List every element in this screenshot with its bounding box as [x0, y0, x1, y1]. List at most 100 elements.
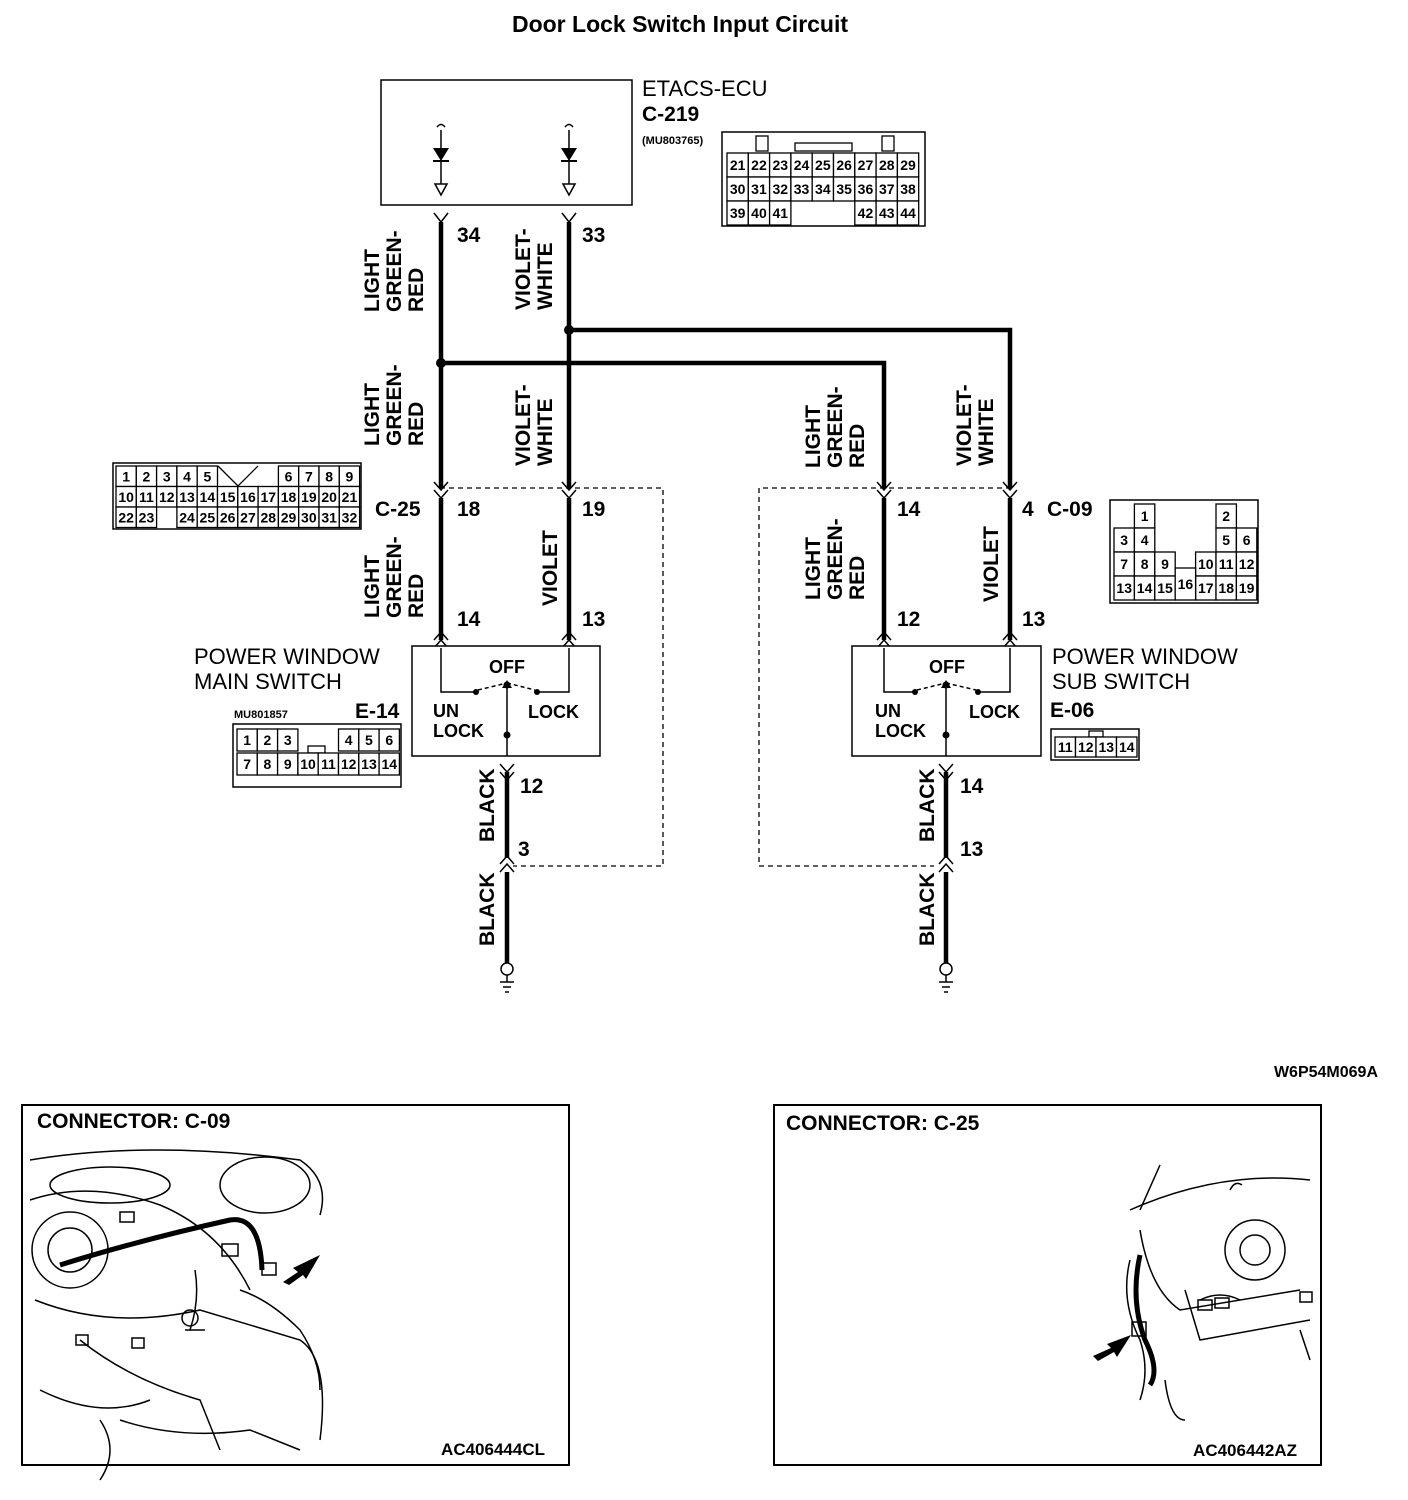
photo-panel-c25: CONNECTOR: C-25 AC406442AZ	[773, 1104, 1322, 1466]
c09-pin-19: 19	[1235, 575, 1258, 601]
svg-text:2: 2	[143, 468, 151, 484]
c25-pin-6: 6	[277, 465, 300, 488]
svg-text:GREEN-: GREEN-	[383, 536, 406, 618]
c09-pin-9: 9	[1154, 551, 1176, 577]
svg-text:4: 4	[345, 732, 353, 748]
photo-panel-c09: CONNECTOR: C-09 AC406444CL	[21, 1104, 570, 1481]
svg-text:6: 6	[385, 732, 393, 748]
c219-pin-33: 33	[790, 176, 813, 202]
c219-pin-37: 37	[875, 176, 899, 202]
e14-pin-4: 4	[337, 728, 360, 752]
c219-pin-23: 23	[768, 152, 792, 178]
svg-text:GREEN-: GREEN-	[824, 518, 847, 600]
sub-switch-title-1: POWER WINDOW	[1052, 644, 1238, 669]
photo-c09-title: CONNECTOR: C-09	[37, 1110, 230, 1133]
c09-pin-3: 3	[1113, 527, 1136, 553]
ecu-pin-34-terminal	[433, 212, 449, 224]
svg-text:18: 18	[1218, 580, 1234, 596]
ecu-pin-33-terminal	[561, 212, 577, 224]
c219-pin-41: 41	[768, 200, 792, 226]
e14-pin-1: 1	[236, 728, 258, 752]
svg-text:17: 17	[260, 489, 276, 505]
svg-text:42: 42	[858, 205, 874, 221]
c219-pin-32: 32	[768, 176, 792, 202]
svg-text:8: 8	[325, 468, 333, 484]
c219-pin-31: 31	[747, 176, 771, 202]
svg-text:28: 28	[879, 157, 895, 173]
c09-pin-7: 7	[1113, 551, 1136, 577]
sub-switch-pin-a: 12	[897, 608, 920, 631]
c25-pin-5: 5	[196, 465, 219, 488]
svg-text:12: 12	[159, 489, 175, 505]
svg-text:28: 28	[260, 509, 276, 525]
svg-text:13: 13	[1116, 580, 1132, 596]
c09-pin-17: 17	[1194, 575, 1217, 601]
c25-pin-29: 29	[277, 506, 300, 529]
ecu-connector-label: C-219	[642, 103, 699, 126]
c25-pin-7: 7	[298, 465, 320, 488]
svg-text:4: 4	[183, 468, 191, 484]
svg-text:6: 6	[1243, 532, 1251, 548]
sub-ground-symbol	[939, 962, 953, 993]
svg-text:5: 5	[365, 732, 373, 748]
sub-ground-label-lower: BLACK	[916, 873, 939, 947]
c219-pin-39: 39	[726, 200, 749, 226]
label-light-green-red-sub-lower: LIGHT GREEN- RED	[802, 518, 869, 600]
arrow-pointer-c25	[1093, 1335, 1131, 1361]
svg-text:33: 33	[794, 181, 810, 197]
svg-text:RED: RED	[405, 402, 428, 446]
svg-text:1: 1	[243, 732, 251, 748]
svg-text:GREEN-: GREEN-	[383, 364, 406, 446]
sub-switch-pin-b: 13	[1022, 608, 1045, 631]
svg-text:19: 19	[1239, 580, 1255, 596]
main-switch-lock-label: LOCK	[528, 702, 579, 722]
svg-text:13: 13	[179, 489, 195, 505]
e14-pin-14: 14	[378, 752, 401, 776]
main-ground-symbol	[500, 962, 514, 993]
diagram-title: Door Lock Switch Input Circuit	[512, 11, 848, 37]
c09-pin-1: 1	[1133, 503, 1156, 529]
svg-text:BLACK: BLACK	[916, 769, 939, 843]
svg-text:29: 29	[281, 509, 297, 525]
svg-text:1: 1	[122, 468, 130, 484]
c219-pin-21: 21	[726, 152, 749, 178]
svg-text:30: 30	[301, 509, 317, 525]
svg-text:38: 38	[900, 181, 916, 197]
e14-pin-12: 12	[337, 752, 360, 776]
c25-pin-24: 24	[176, 506, 198, 529]
ecu-pin-b-number: 33	[582, 224, 605, 247]
svg-text:RED: RED	[846, 556, 869, 600]
sub-ground-pin-bottom: 13	[960, 838, 983, 861]
label-light-green-red-sub-upper: LIGHT GREEN- RED	[802, 386, 869, 468]
svg-text:25: 25	[200, 509, 216, 525]
main-ground-pin-top: 12	[520, 775, 543, 798]
svg-text:LIGHT: LIGHT	[802, 537, 825, 600]
svg-text:9: 9	[1161, 556, 1169, 572]
ecu-box	[380, 79, 633, 206]
c25-pin-27: 27	[237, 506, 259, 529]
e14-pin-10: 10	[297, 752, 319, 776]
main-switch-unlock-label-2: LOCK	[433, 721, 484, 741]
main-switch-title-2: MAIN SWITCH	[194, 669, 342, 694]
main-switch-title-1: POWER WINDOW	[194, 644, 380, 669]
svg-text:19: 19	[301, 489, 317, 505]
c25-pin-30: 30	[298, 506, 320, 529]
svg-text:29: 29	[900, 157, 916, 173]
c219-pin-35: 35	[832, 176, 856, 202]
sub-switch-contacts	[883, 648, 1011, 756]
svg-text:2: 2	[264, 732, 272, 748]
ecu-internal-circuit-a	[433, 123, 449, 197]
c25-pin-13: 13	[176, 485, 198, 508]
svg-text:22: 22	[118, 509, 134, 525]
svg-text:27: 27	[858, 157, 874, 173]
label-violet-lower: VIOLET	[539, 530, 562, 606]
main-ground-pin-bottom: 3	[518, 838, 530, 861]
svg-text:26: 26	[220, 509, 236, 525]
e14-pin-8: 8	[256, 752, 279, 776]
e14-pin-2: 2	[256, 728, 279, 752]
ecu-pin-a-number: 34	[457, 224, 481, 247]
c09-pin-10: 10	[1194, 551, 1217, 577]
c09-pin-6: 6	[1235, 527, 1258, 553]
